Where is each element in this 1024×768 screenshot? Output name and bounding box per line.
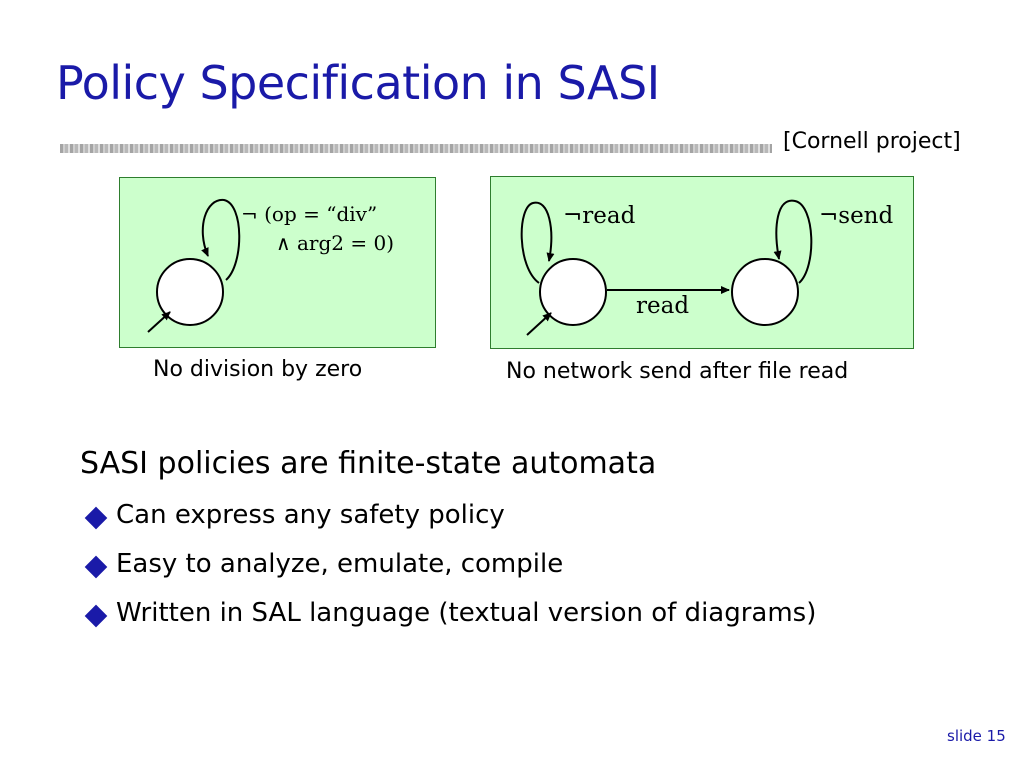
automaton-diagram-1: ¬ (op = “div” ∧ arg2 = 0) [147, 198, 394, 333]
bullet-list: Can express any safety policy Easy to an… [82, 500, 816, 647]
state-circle-after-read [731, 258, 799, 326]
bullet-item: Can express any safety policy [82, 500, 816, 549]
title-divider [60, 144, 772, 153]
diamond-icon [84, 604, 108, 628]
diagram-2-caption: No network send after file read [506, 359, 849, 384]
slide-title: Policy Specification in SASI [56, 56, 660, 110]
diagram-no-division-by-zero: ¬ (op = “div” ∧ arg2 = 0) [119, 177, 436, 348]
diagram-1-caption: No division by zero [153, 357, 363, 382]
bullet-item: Written in SAL language (textual version… [82, 598, 816, 647]
start-arrow [147, 311, 171, 333]
diamond-icon [84, 506, 108, 530]
self-loop-arrow [201, 198, 241, 281]
diamond-icon [84, 555, 108, 579]
bullet-text: Can express any safety policy [116, 500, 505, 530]
state-circle-start [539, 258, 607, 326]
self-loop-arrow-2 [773, 199, 813, 284]
diagram-no-send-after-read: ¬read ¬send read [490, 176, 914, 349]
lead-statement: SASI policies are finite-state automata [80, 446, 657, 481]
transition-label-line1: ¬ (op = “div” [241, 202, 377, 226]
transition-label: read [636, 293, 689, 319]
credit-label: [Cornell project] [783, 129, 961, 154]
slide-number: slide 15 [947, 727, 1006, 745]
state-circle [156, 258, 224, 326]
self-loop-arrow-1 [520, 201, 555, 284]
start-arrow [526, 312, 552, 336]
bullet-item: Easy to analyze, emulate, compile [82, 549, 816, 598]
automaton-diagram-2: ¬read ¬send read [520, 199, 893, 336]
self-loop-label-1: ¬read [563, 203, 636, 229]
bullet-text: Easy to analyze, emulate, compile [116, 549, 564, 579]
transition-label-line2: ∧ arg2 = 0) [276, 231, 394, 255]
self-loop-label-2: ¬send [819, 203, 893, 229]
bullet-text: Written in SAL language (textual version… [116, 598, 817, 628]
